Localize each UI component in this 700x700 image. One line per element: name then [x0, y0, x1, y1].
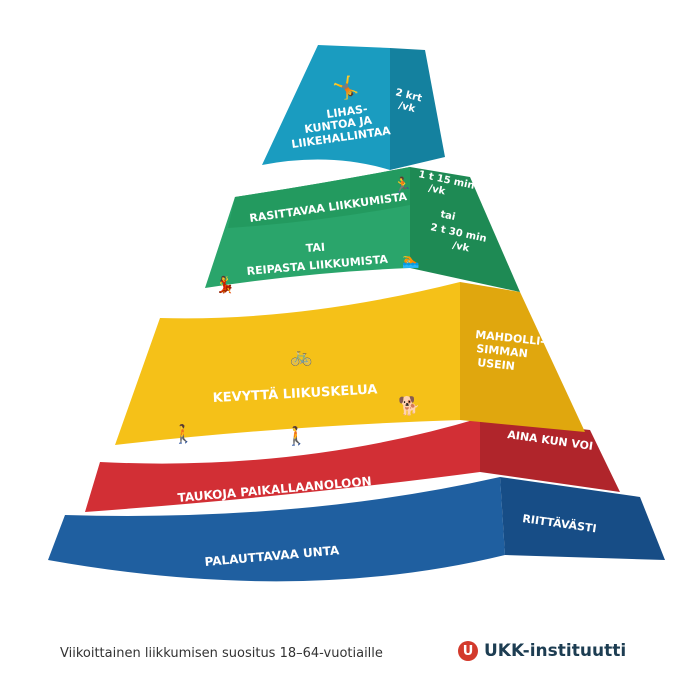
walking-icon: 🚶 — [285, 425, 307, 447]
stairs-icon: 🚶 — [172, 423, 194, 445]
running-icon: 🏃 — [393, 176, 412, 194]
level-breaks: TAUKOJA PAIKALLAANOLOON AINA KUN VOI — [85, 418, 620, 512]
level-muscle: LIHAS- KUNTOA JA LIIKEHALLINTAA 2 krt /v… — [262, 45, 445, 170]
endurance-freq-2: /vk — [427, 183, 446, 197]
ukk-logo: U UKK-instituutti — [458, 641, 626, 661]
balance-pose-icon: 🤸 — [332, 75, 359, 101]
dog-walking-icon: 🐕 — [398, 395, 420, 417]
endurance-freq-3: tai — [439, 209, 456, 223]
ukk-logo-mark: U — [458, 641, 478, 661]
endurance-freq-5: /vk — [451, 240, 470, 254]
muscle-label-1: LIHAS- — [326, 102, 369, 121]
or-label: TAI — [305, 241, 325, 255]
cycling-icon: 🚲 — [290, 346, 312, 367]
swimming-icon: 🏊 — [402, 253, 419, 269]
level-light-activity: KEVYTTÄ LIIKUSKELUA MAHDOLLI- SIMMAN USE… — [115, 282, 585, 447]
muscle-freq-2: /vk — [397, 100, 416, 115]
caption: Viikoittainen liikkumisen suositus 18–64… — [60, 646, 383, 661]
level-sleep: PALAUTTAVAA UNTA RIITTÄVÄSTI — [48, 477, 665, 582]
light-freq-2: SIMMAN — [476, 342, 529, 360]
light-freq-3: USEIN — [477, 356, 516, 373]
dancing-icon: 💃 — [215, 275, 235, 294]
level-endurance: RASITTAVAA LIIKKUMISTA TAI REIPASTA LIIK… — [205, 167, 520, 294]
ukk-logo-text: UKK-instituutti — [484, 641, 627, 661]
